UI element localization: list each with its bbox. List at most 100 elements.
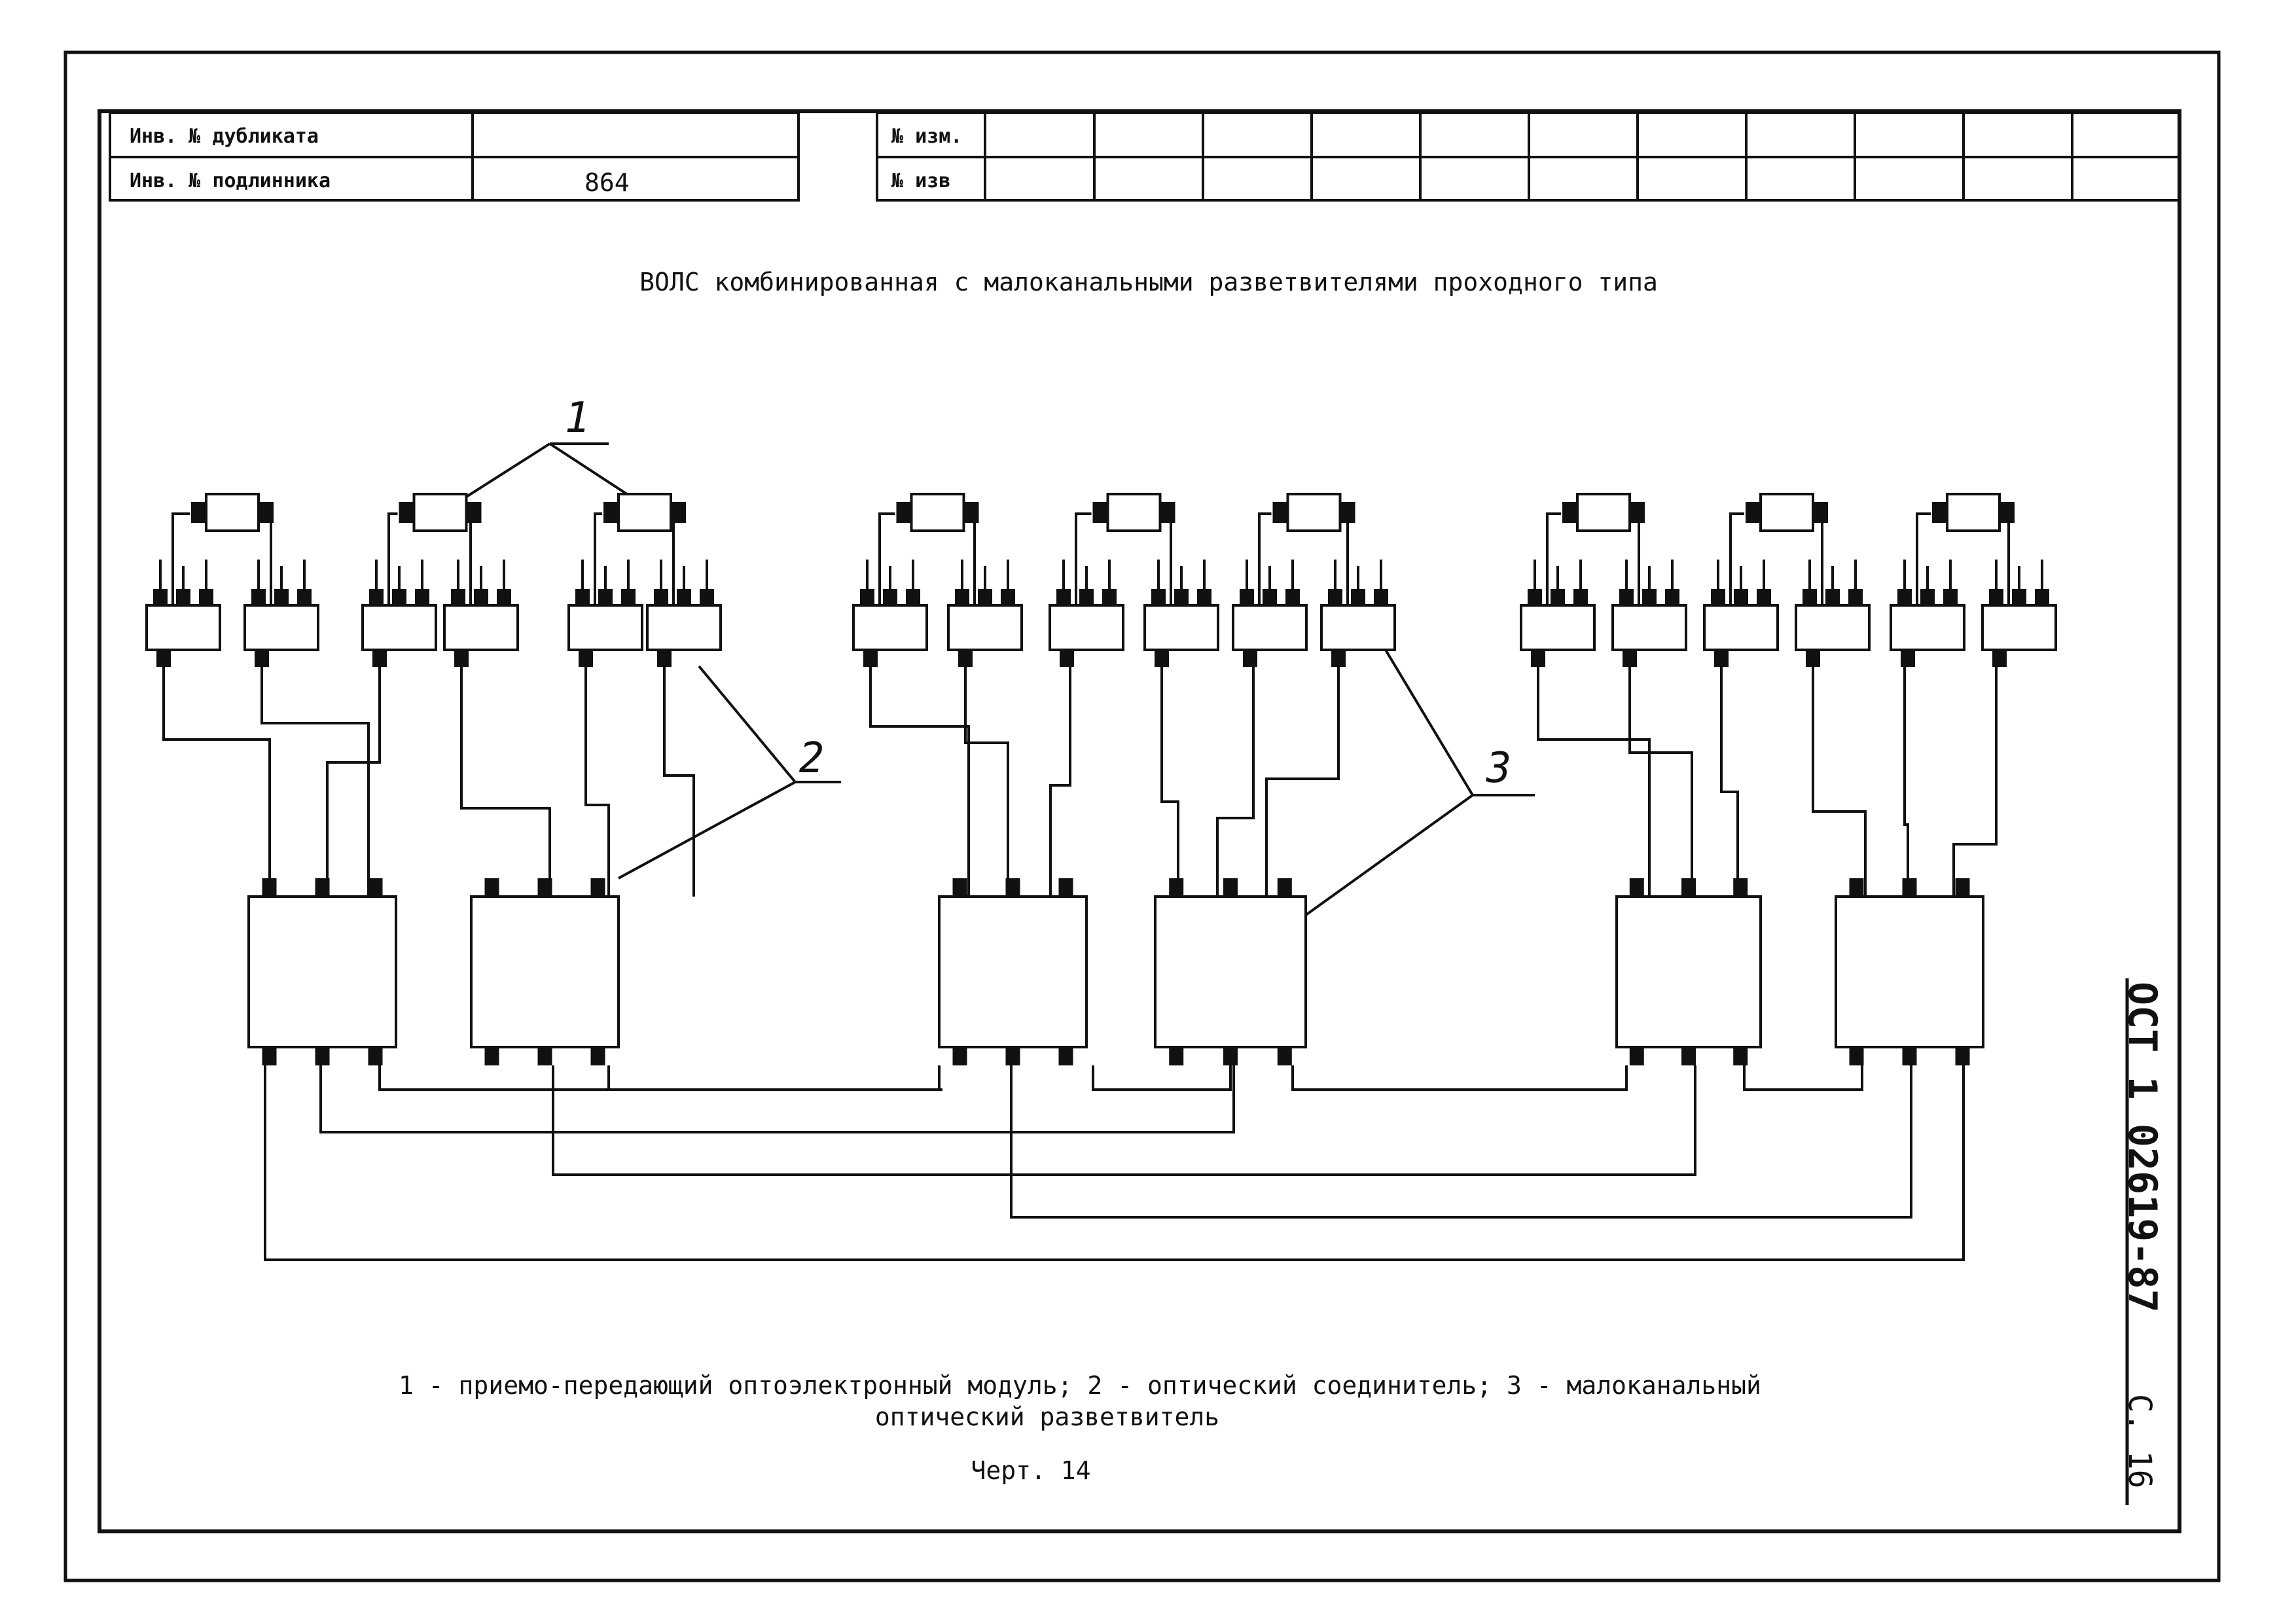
- optoelectronic-module: [412, 493, 468, 532]
- splitter-bottom-connector: [368, 1047, 383, 1065]
- box-connector: [274, 589, 289, 606]
- splitter-bottom-connector: [315, 1047, 330, 1065]
- legend-line-2: оптический разветвитель: [875, 1402, 1219, 1431]
- box-bottom-connector: [454, 650, 469, 667]
- module-connector: [1932, 502, 1946, 523]
- change-table: [876, 111, 2181, 202]
- box-connector: [1079, 589, 1094, 606]
- box-connector: [621, 589, 636, 606]
- box-bottom-connector: [156, 650, 171, 667]
- notice-number-label: № изв: [891, 169, 950, 192]
- box-connector: [1551, 589, 1565, 606]
- box-connector: [1151, 589, 1166, 606]
- box-connector: [451, 589, 465, 606]
- fiber-line: [869, 661, 970, 897]
- splitter-top-connector: [1058, 878, 1073, 897]
- box-connector: [1197, 589, 1211, 606]
- box-connector: [297, 589, 312, 606]
- box-connector: [1711, 589, 1725, 606]
- link-box: [646, 604, 722, 651]
- optoelectronic-module: [205, 493, 260, 532]
- ring-line: [1743, 1065, 1863, 1091]
- box-bottom-connector: [579, 650, 593, 667]
- optical-splitter: [470, 895, 620, 1048]
- box-bottom-connector: [1060, 650, 1074, 667]
- module-connector: [1630, 502, 1645, 523]
- box-connector: [2035, 589, 2049, 606]
- link-box: [243, 604, 319, 651]
- legend-line-1: 1 - приемо-передающий оптоэлектронный мо…: [399, 1371, 1761, 1400]
- fiber-line: [1952, 661, 1998, 897]
- box-bottom-connector: [1531, 650, 1545, 667]
- fiber-line: [260, 661, 370, 897]
- splitter-top-connector: [1849, 878, 1864, 897]
- box-connector: [251, 589, 266, 606]
- splitter-bottom-connector: [1277, 1047, 1292, 1065]
- module-connector: [1160, 502, 1175, 523]
- box-connector: [1619, 589, 1634, 606]
- link-box: [567, 604, 643, 651]
- splitter-bottom-connector: [537, 1047, 552, 1065]
- module-connector: [259, 502, 274, 523]
- ring-line: [378, 1065, 941, 1091]
- splitter-bottom-connector: [952, 1047, 967, 1065]
- optoelectronic-module: [1759, 493, 1814, 532]
- box-connector: [883, 589, 897, 606]
- splitter-bottom-connector: [1629, 1047, 1644, 1065]
- module-wire: [171, 512, 190, 622]
- optical-splitter: [1154, 895, 1307, 1048]
- box-connector: [369, 589, 384, 606]
- module-connector: [1340, 502, 1355, 523]
- box-connector: [1102, 589, 1117, 606]
- box-connector: [415, 589, 429, 606]
- callout-2-leader: [698, 665, 797, 783]
- optoelectronic-module: [910, 493, 965, 532]
- box-connector: [2012, 589, 2026, 606]
- module-connector: [672, 502, 686, 523]
- optical-splitter: [1615, 895, 1762, 1048]
- box-connector: [860, 589, 874, 606]
- box-bottom-connector: [372, 650, 387, 667]
- duplicate-inventory-label: Инв. № дубликата: [130, 125, 319, 148]
- splitter-bottom-connector: [1733, 1047, 1748, 1065]
- fiber-line: [1903, 661, 1909, 897]
- fiber-network-diagram: [145, 442, 2057, 1261]
- box-connector: [176, 589, 190, 606]
- box-connector: [1056, 589, 1071, 606]
- box-bottom-connector: [1243, 650, 1257, 667]
- fiber-line: [162, 661, 271, 897]
- callout-3-leader: [1369, 622, 1474, 796]
- module-wire: [1546, 512, 1561, 622]
- box-connector: [474, 589, 488, 606]
- splitter-top-connector: [315, 878, 330, 897]
- splitter-bottom-connector: [262, 1047, 277, 1065]
- document-code: ОСТ 1 02619-87: [2119, 982, 2165, 1313]
- change-number-label: № изм.: [891, 125, 962, 148]
- splitter-top-connector: [1277, 878, 1292, 897]
- outer-frame: [63, 50, 2221, 1582]
- fiber-line: [1265, 661, 1340, 897]
- module-connector: [1746, 502, 1760, 523]
- box-connector: [1920, 589, 1935, 606]
- box-connector: [677, 589, 691, 606]
- module-connector: [896, 502, 911, 523]
- inventory-stamp: [109, 111, 800, 202]
- box-connector: [906, 589, 920, 606]
- original-inventory-value: 864: [584, 168, 630, 197]
- module-connector: [964, 502, 979, 523]
- link-box: [1143, 604, 1219, 651]
- box-connector: [1263, 589, 1277, 606]
- splitter-bottom-connector: [1955, 1047, 1970, 1065]
- module-connector: [603, 502, 618, 523]
- optoelectronic-module: [1576, 493, 1631, 532]
- module-connector: [191, 502, 206, 523]
- box-connector: [978, 589, 992, 606]
- callout-3: 3: [1486, 744, 1512, 793]
- ring-line: [607, 1065, 942, 1091]
- ring-line: [552, 1065, 1696, 1176]
- module-connector: [1562, 502, 1577, 523]
- module-wire: [1075, 512, 1092, 622]
- inner-frame: [98, 109, 2181, 1533]
- splitter-top-connector: [1005, 878, 1020, 897]
- splitter-top-connector: [1681, 878, 1696, 897]
